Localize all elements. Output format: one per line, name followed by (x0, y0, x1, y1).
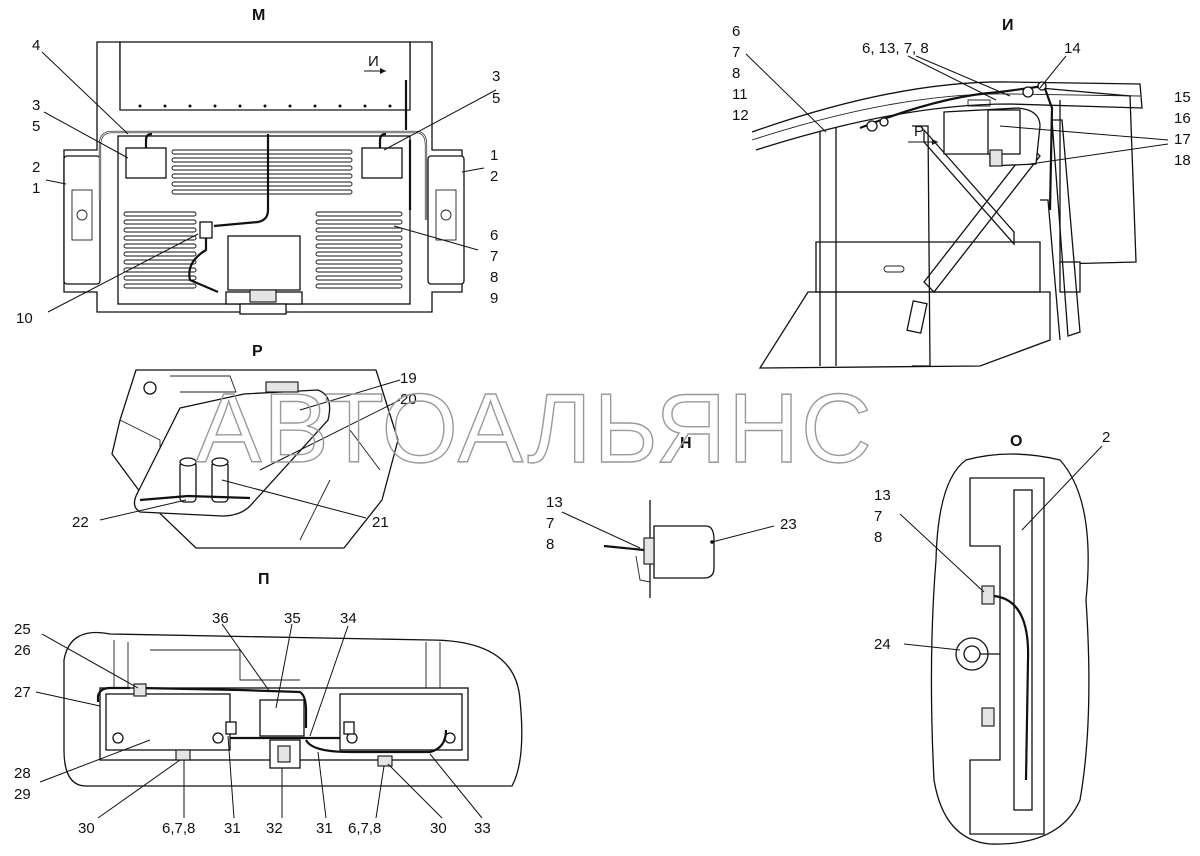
label-34: 34 (340, 610, 357, 627)
view-r: Р 19 20 22 21 (72, 343, 417, 549)
view-p-title: П (258, 571, 270, 588)
label-3: 3 (32, 97, 40, 114)
label-36: 36 (212, 610, 229, 627)
label-35: 35 (284, 610, 301, 627)
label-4: 4 (32, 37, 40, 54)
label-30: 30 (78, 820, 95, 837)
label-5: 5 (492, 90, 500, 107)
view-m-arrow-label: И (368, 53, 379, 70)
label-9: 9 (490, 290, 498, 307)
label-15: 15 (1174, 89, 1191, 106)
label-18: 18 (1174, 152, 1191, 169)
view-i-arrow-label: Р (914, 123, 924, 140)
label-29: 29 (14, 786, 31, 803)
label-7: 7 (732, 44, 740, 61)
label-3: 3 (492, 68, 500, 85)
label-31: 31 (224, 820, 241, 837)
label-6: 6 (732, 23, 740, 40)
vent-slots-right (315, 211, 403, 289)
label-8: 8 (546, 536, 554, 553)
label-8: 8 (732, 65, 740, 82)
label-7: 7 (874, 508, 882, 525)
label-13: 13 (874, 487, 891, 504)
label-25: 25 (14, 621, 31, 638)
view-m-title: М (252, 7, 265, 24)
view-n: Н 13 7 8 23 (546, 435, 797, 598)
label-31: 31 (316, 820, 333, 837)
label-11: 11 (732, 86, 748, 103)
label-17: 17 (1174, 131, 1191, 148)
label-6-7-8: 6,7,8 (348, 820, 381, 837)
label-5: 5 (32, 118, 40, 135)
label-8: 8 (874, 529, 882, 546)
view-o: О 2 13 7 8 24 (874, 429, 1110, 845)
label-2: 2 (32, 159, 40, 176)
label-33: 33 (474, 820, 491, 837)
label-32: 32 (266, 820, 283, 837)
label-7: 7 (490, 248, 498, 265)
label-24: 24 (874, 636, 891, 653)
label-1: 1 (490, 147, 498, 164)
label-2: 2 (1102, 429, 1110, 446)
label-19: 19 (400, 370, 417, 387)
view-i: Р И 6 7 8 11 12 6, 13, 7, 8 14 15 16 17 … (732, 17, 1191, 369)
view-r-title: Р (252, 343, 263, 360)
label-12: 12 (732, 107, 749, 124)
vent-slots-top (171, 149, 353, 195)
label-8: 8 (490, 269, 498, 286)
view-i-title: И (1002, 17, 1014, 34)
label-28: 28 (14, 765, 31, 782)
view-p: П 25 26 27 28 29 36 35 34 30 6,7,8 31 32… (14, 571, 523, 837)
label-22: 22 (72, 514, 89, 531)
label-13: 13 (546, 494, 563, 511)
label-27: 27 (14, 684, 31, 701)
label-14: 14 (1064, 40, 1081, 57)
top-bolt-row (138, 104, 392, 108)
label-1: 1 (32, 180, 40, 197)
view-m: И М 4 3 5 3 5 2 1 1 2 6 7 8 9 10 (16, 7, 500, 327)
label-26: 26 (14, 642, 31, 659)
label-20: 20 (400, 391, 417, 408)
watermark: АВТОАЛЬЯНС (196, 373, 874, 483)
label-2: 2 (490, 168, 498, 185)
label-10: 10 (16, 310, 33, 327)
label-6-13-7-8: 6, 13, 7, 8 (862, 40, 929, 57)
label-6: 6 (490, 227, 498, 244)
label-23: 23 (780, 516, 797, 533)
label-7: 7 (546, 515, 554, 532)
label-16: 16 (1174, 110, 1191, 127)
view-o-title: О (1010, 433, 1022, 450)
label-21: 21 (372, 514, 389, 531)
view-n-title: Н (680, 435, 692, 452)
label-30: 30 (430, 820, 447, 837)
label-6-7-8: 6,7,8 (162, 820, 195, 837)
